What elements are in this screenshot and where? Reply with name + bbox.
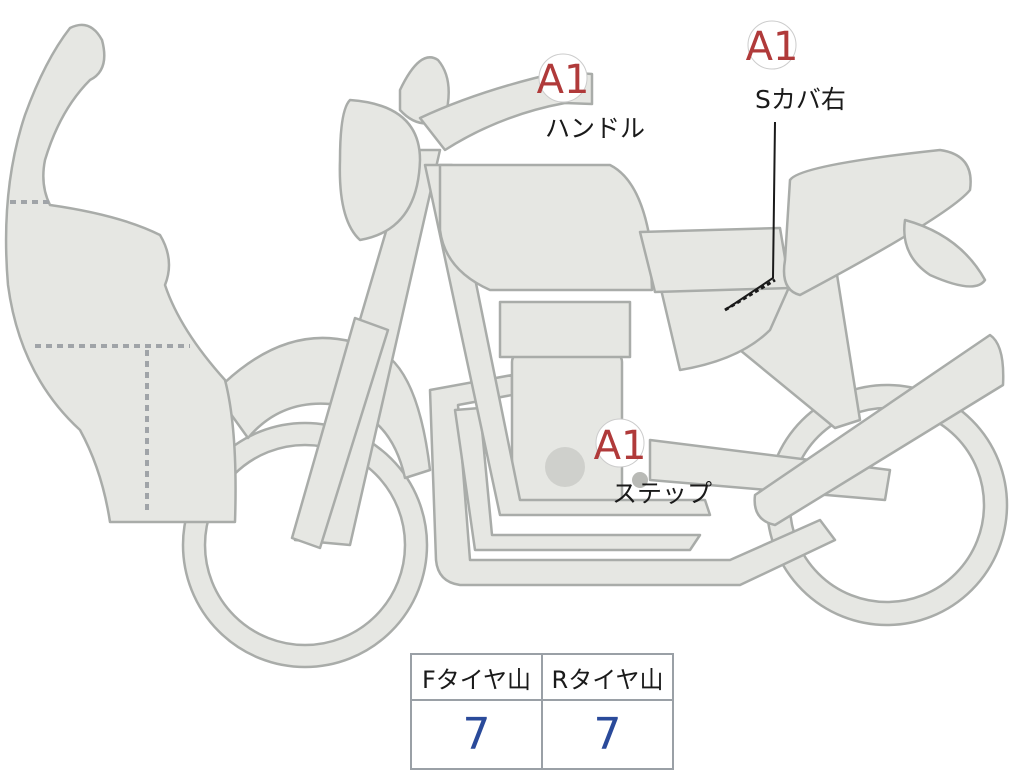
fairing-damage-marks — [10, 200, 190, 515]
marker-badge — [747, 20, 797, 70]
engine — [498, 300, 698, 509]
side-cover-damage-mark — [724, 278, 776, 312]
muffler — [753, 333, 1005, 527]
headlight — [338, 98, 422, 242]
marker-label: ステップ — [612, 479, 712, 508]
marker-badge — [595, 418, 645, 468]
rear-cowl — [782, 148, 972, 297]
marker-code: A1 — [537, 57, 590, 103]
marker-label: Sカバ右 — [755, 85, 846, 114]
marker-badge — [538, 53, 588, 103]
front-fairing — [4, 23, 237, 524]
front-tire-tread-header: Fタイヤ山 — [410, 653, 543, 701]
front-tire-tread-value: 7 — [410, 699, 543, 770]
mirror — [398, 56, 450, 125]
side-cover-right — [658, 283, 792, 372]
marker-label: ハンドル — [545, 114, 645, 143]
leader-line — [724, 121, 776, 311]
fuel-tank — [438, 163, 654, 292]
marker-side-cover-right: A1 Sカバ右 — [746, 20, 846, 114]
fork-tube — [290, 316, 390, 550]
tail-light — [903, 218, 987, 288]
rear-tire-tread-header: Rタイヤ山 — [541, 653, 674, 701]
rear-tire-tread-value: 7 — [541, 699, 674, 770]
marker-code: A1 — [594, 423, 647, 469]
tire-tread-table: Fタイヤ山 Rタイヤ山 7 7 — [410, 653, 674, 770]
marker-code: A1 — [746, 24, 799, 70]
marker-handlebar: A1 ハンドル — [537, 53, 645, 143]
marker-step: A1 ステップ — [594, 418, 712, 508]
